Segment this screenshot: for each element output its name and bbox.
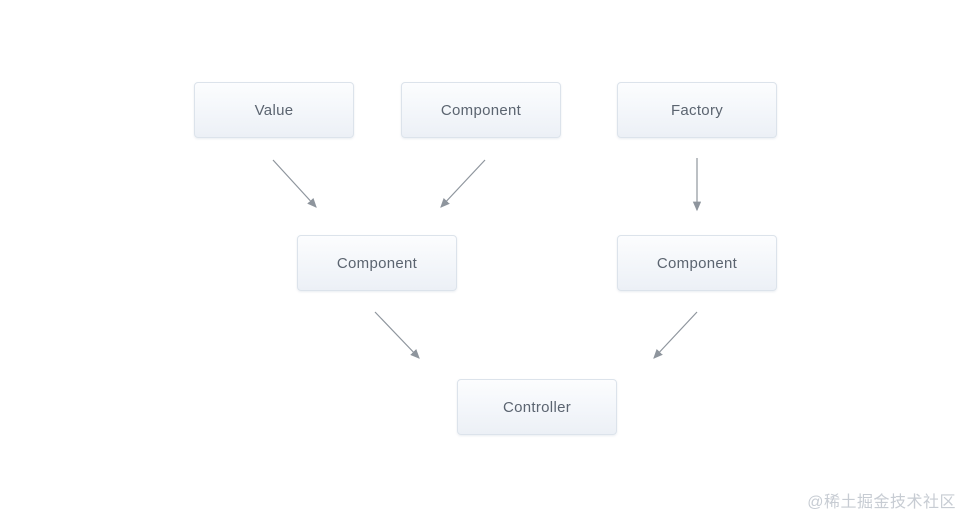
watermark: @稀土掘金技术社区 [807, 494, 956, 511]
node-component-left-label: Component [336, 254, 418, 272]
node-component-right: Component [617, 235, 777, 291]
node-component-left: Component [297, 235, 457, 291]
arrow-component-right-to-controller [653, 311, 698, 359]
node-component-top: Component [401, 82, 561, 138]
node-factory-label: Factory [670, 101, 724, 119]
node-controller: Controller [457, 379, 617, 435]
node-controller-label: Controller [502, 398, 572, 416]
node-value: Value [194, 82, 354, 138]
node-value-label: Value [254, 101, 294, 119]
node-factory: Factory [617, 82, 777, 138]
node-component-top-label: Component [440, 101, 522, 119]
arrow-component-top-to-component-left [440, 159, 486, 208]
arrow-component-left-to-controller [374, 311, 420, 359]
node-component-right-label: Component [656, 254, 738, 272]
arrow-value-to-component-left [272, 159, 317, 208]
